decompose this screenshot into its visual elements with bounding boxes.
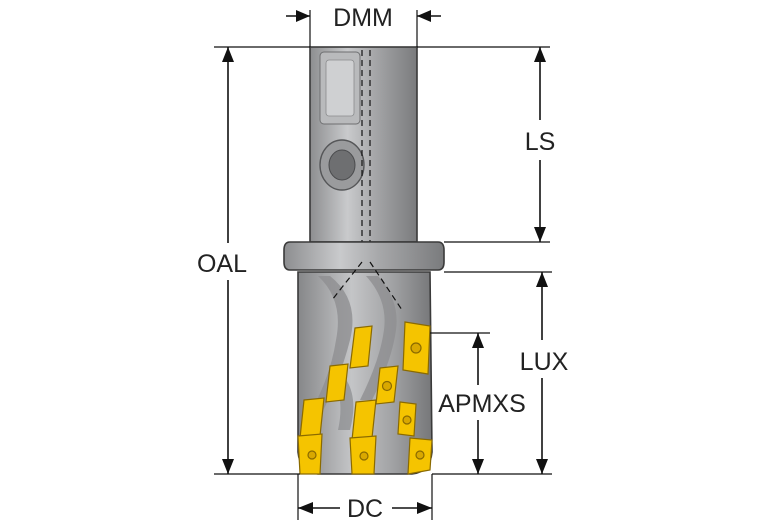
dimension-dmm: DMM	[286, 4, 441, 47]
insert-screw	[410, 342, 422, 354]
arrowhead	[472, 333, 484, 348]
dimension-apmxs: APMXS	[430, 332, 526, 474]
insert-screw	[402, 415, 412, 425]
clamp-screw-hole-inner	[328, 149, 356, 181]
insert-screw	[307, 450, 317, 460]
arrowhead	[222, 47, 234, 62]
shank-flat-inner	[325, 59, 355, 117]
arrowhead	[296, 10, 310, 22]
lux-label: LUX	[520, 348, 569, 376]
oal-label: OAL	[197, 250, 247, 278]
arrowhead	[472, 459, 484, 474]
insert	[325, 363, 349, 403]
insert-screw	[415, 450, 425, 460]
chip-flute	[328, 372, 354, 430]
arrowhead	[417, 10, 431, 22]
insert	[351, 399, 377, 441]
coolant-channel-line	[331, 261, 363, 301]
dmm-label: DMM	[333, 4, 393, 32]
insert-group	[297, 321, 433, 475]
ls-label: LS	[525, 128, 556, 156]
insert	[349, 325, 373, 369]
arrowhead	[534, 227, 546, 242]
chip-flute	[360, 276, 397, 400]
milling-cutter	[283, 46, 445, 475]
arrowhead	[222, 459, 234, 474]
arrowhead	[536, 272, 548, 287]
arrowhead	[536, 459, 548, 474]
arrowhead	[417, 502, 432, 514]
arrowhead	[534, 47, 546, 62]
dc-label: DC	[347, 495, 383, 523]
insert-screw	[381, 380, 393, 392]
dimension-oal: OAL	[197, 46, 310, 475]
insert-screw	[359, 451, 369, 461]
arrowhead	[298, 502, 313, 514]
collar	[283, 241, 445, 271]
dimension-dc: DC	[297, 474, 433, 523]
chip-flute	[306, 276, 353, 420]
dimension-ls: LS	[417, 46, 556, 243]
dimension-lux: LUX	[432, 271, 569, 475]
apmxs-label: APMXS	[438, 390, 526, 418]
insert	[299, 397, 325, 439]
